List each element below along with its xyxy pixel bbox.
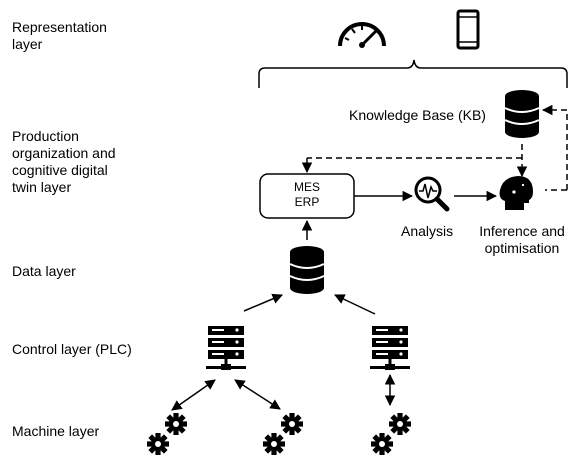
- layer-label-machine: Machine layer: [12, 423, 100, 439]
- inference-label-line: Inference and: [479, 223, 565, 239]
- plc-machine-arrows: [171, 373, 396, 411]
- layer-label-production: Production organization and cognitive di…: [12, 128, 116, 196]
- layer-label-line: layer: [12, 36, 43, 52]
- erp-label: ERP: [294, 195, 320, 209]
- kb-label: Knowledge Base (KB): [349, 107, 486, 123]
- layer-label-line: Representation: [12, 19, 107, 35]
- flow-arrows: [243, 190, 498, 315]
- analysis-label: Analysis: [401, 223, 454, 239]
- layer-label-line: twin layer: [12, 179, 72, 195]
- smartphone-icon: [456, 9, 480, 50]
- gears-icon: [371, 413, 411, 455]
- representation-brace: [258, 59, 568, 88]
- head-gears-icon: [499, 176, 533, 210]
- layer-label-line: organization and: [12, 145, 116, 161]
- kb-database-icon: [504, 89, 540, 139]
- layer-label-data: Data layer: [12, 263, 76, 279]
- mes-label: MES: [293, 180, 320, 194]
- gears-icon: [147, 413, 187, 455]
- layer-label-line: cognitive digital: [12, 162, 108, 178]
- data-database-icon: [289, 245, 325, 295]
- plc-server-icon-left: [206, 326, 246, 370]
- speedometer-icon: [338, 22, 386, 48]
- layer-label-line: Production: [12, 128, 79, 144]
- gears-icon: [263, 413, 303, 455]
- inference-label: Inference and optimisation: [472, 223, 571, 257]
- plc-server-icon-right: [370, 326, 410, 370]
- feedback-loop: [301, 104, 568, 191]
- layer-label-control: Control layer (PLC): [12, 341, 132, 357]
- magnifier-waveform-icon: [414, 176, 450, 212]
- layer-label-representation: Representation layer: [12, 19, 107, 53]
- inference-label-line: optimisation: [484, 240, 560, 256]
- mes-erp-text: MES ERP: [260, 180, 354, 210]
